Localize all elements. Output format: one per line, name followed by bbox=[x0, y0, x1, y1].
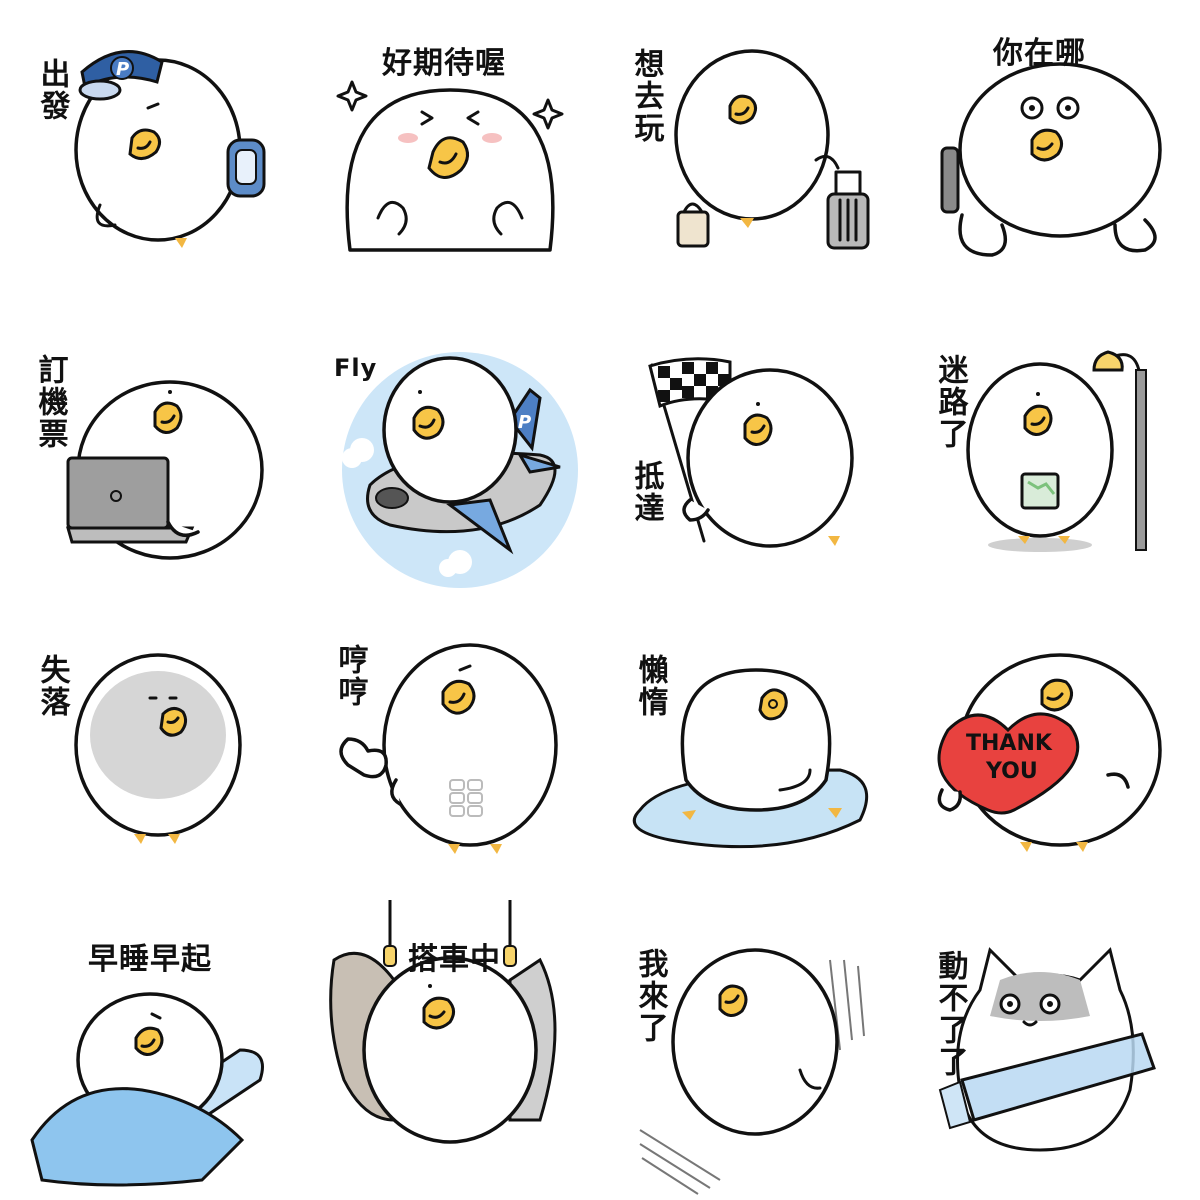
excited-duck bbox=[336, 80, 564, 252]
caption: 早睡早起 bbox=[88, 942, 212, 977]
sticker-early-to-bed[interactable]: 早睡早起 bbox=[0, 900, 300, 1200]
caption: 我來了 bbox=[632, 948, 668, 1044]
caption: 出發 bbox=[34, 58, 70, 122]
sticker-departure[interactable]: P 出發 bbox=[0, 0, 300, 300]
sticker-book-flight[interactable]: 訂機票 bbox=[0, 300, 300, 600]
cat-taped-down bbox=[938, 947, 1156, 1152]
duck-holding-straps bbox=[329, 900, 557, 1144]
caption: 想去玩 bbox=[628, 48, 664, 144]
sticker-lazy[interactable]: 懶惰 bbox=[600, 600, 900, 900]
heart-text-line2: YOU bbox=[985, 759, 1038, 784]
gloomy-duck bbox=[74, 653, 242, 844]
duck-with-heart: THANK YOU bbox=[937, 653, 1162, 852]
caption: 懶惰 bbox=[632, 654, 668, 718]
caption: 動不了了 bbox=[932, 950, 968, 1078]
sticker-on-the-bus[interactable]: 搭車中 bbox=[300, 900, 600, 1200]
speed-lines bbox=[639, 959, 865, 1195]
cap-letter: P bbox=[116, 59, 129, 80]
sticker-cant-move[interactable]: 動不了了 bbox=[900, 900, 1200, 1200]
sticker-hmph[interactable]: 哼哼 bbox=[300, 600, 600, 900]
caption: 訂機票 bbox=[32, 354, 68, 450]
duck-with-phone bbox=[940, 62, 1162, 257]
heart-text-line1: THANK bbox=[966, 731, 1053, 756]
sticker-want-to-travel[interactable]: 想去玩 bbox=[600, 0, 900, 300]
duck-with-cap-and-bottle: P bbox=[74, 50, 266, 248]
sticker-lost-way[interactable]: 迷路了 bbox=[900, 300, 1200, 600]
sticker-looking-forward[interactable]: 好期待喔 bbox=[300, 0, 600, 300]
heart-shape bbox=[937, 712, 1080, 815]
sticker-here-i-come[interactable]: 我來了 bbox=[600, 900, 900, 1200]
caption: 哼哼 bbox=[332, 644, 368, 708]
caption: Fly bbox=[334, 354, 378, 382]
caption: 抵達 bbox=[628, 460, 664, 524]
duck-riding-airplane: P bbox=[342, 352, 578, 588]
caption: 你在哪 bbox=[993, 36, 1086, 71]
sticker-disappointed[interactable]: 失落 bbox=[0, 600, 300, 900]
caption: 搭車中 bbox=[408, 942, 501, 977]
duck-with-luggage bbox=[674, 49, 870, 250]
muscular-duck bbox=[339, 643, 558, 854]
duck-with-laptop bbox=[66, 380, 264, 560]
caption: 失落 bbox=[34, 654, 70, 718]
sticker-where-are-you[interactable]: 你在哪 bbox=[900, 0, 1200, 300]
caption: 好期待喔 bbox=[382, 46, 506, 81]
duck-with-map-under-streetlight bbox=[966, 350, 1147, 552]
sticker-fly[interactable]: P Fly bbox=[300, 300, 600, 600]
duck-rushing-in bbox=[639, 948, 865, 1195]
duck-in-bed bbox=[30, 992, 264, 1187]
sticker-thank-you[interactable]: THANK YOU bbox=[900, 600, 1200, 900]
sticker-arrived[interactable]: 抵達 bbox=[600, 300, 900, 600]
abs bbox=[449, 779, 483, 817]
duck-with-checkered-flag bbox=[648, 357, 854, 548]
duck-lying-on-mat bbox=[632, 668, 869, 849]
caption: 迷路了 bbox=[932, 354, 968, 450]
svg-text:P: P bbox=[518, 412, 531, 433]
